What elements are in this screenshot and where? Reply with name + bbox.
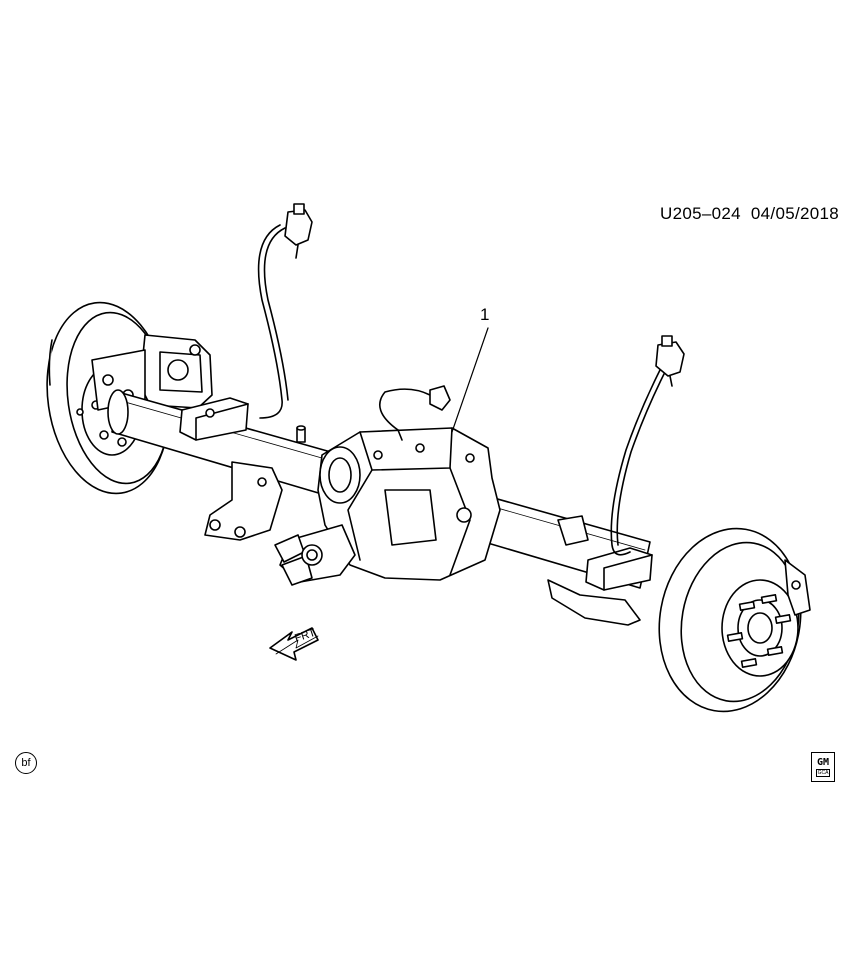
- pinion-yoke: [274, 524, 356, 586]
- right-wheel-studs: [726, 594, 792, 668]
- right-wheel-speed-sensor-harness: [610, 335, 685, 556]
- axle-vent: [296, 425, 306, 443]
- differential-carrier: [317, 427, 501, 581]
- illustration-id: U205–024: [660, 204, 741, 223]
- gm-logo-text: GM: [816, 757, 830, 768]
- illustration-date: 04/05/2018: [750, 204, 839, 223]
- front-direction-arrow: FRT: [269, 627, 319, 661]
- differential-sensor-harness: [378, 385, 451, 441]
- right-spring-pad: [585, 547, 653, 591]
- gm-logo: GM GCA: [811, 752, 835, 782]
- left-spring-pad: [179, 397, 249, 441]
- right-brake-rotor: [658, 527, 811, 713]
- illustration-code: U205–024 04/05/2018: [660, 204, 839, 224]
- callout-1: 1: [480, 305, 490, 324]
- left-wheel-speed-sensor-harness: [257, 203, 313, 419]
- bf-badge-label: bf: [21, 757, 31, 769]
- callout-leader-line: [451, 327, 489, 433]
- bf-badge: bf: [15, 752, 37, 774]
- right-lower-control-arm-bracket: [547, 515, 641, 626]
- left-lower-control-arm-bracket: [204, 461, 283, 541]
- gm-logo-subtext: GCA: [815, 769, 831, 777]
- left-brake-caliper: [91, 334, 213, 411]
